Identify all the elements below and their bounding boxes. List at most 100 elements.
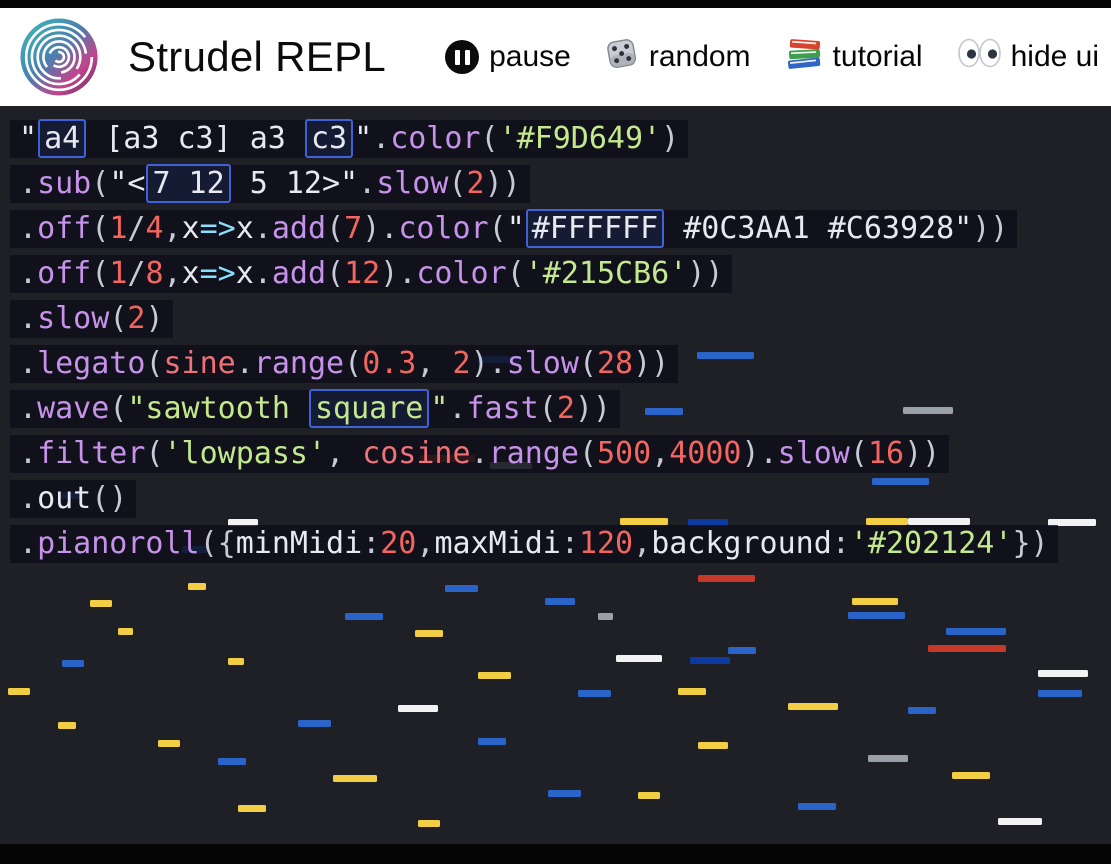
app-title: Strudel REPL	[128, 33, 387, 80]
pianoroll-note	[298, 720, 331, 727]
pianoroll-note	[345, 613, 383, 620]
pianoroll-note	[1038, 690, 1082, 697]
code-token: #0C3AA1 #C63928	[665, 211, 955, 246]
code-token: 'lowpass'	[163, 436, 327, 471]
strudel-logo[interactable]	[18, 16, 100, 98]
pianoroll-note	[866, 518, 908, 525]
code-token: x	[235, 211, 254, 246]
code-token: )	[470, 346, 489, 381]
code-token: color	[416, 256, 507, 291]
code-token: })	[1012, 526, 1049, 561]
code-token: 1	[109, 211, 128, 246]
bottom-black-strip	[0, 844, 1111, 864]
code-token: 5 12>"	[231, 166, 359, 201]
code-token: ,	[326, 436, 363, 471]
repl-canvas: "a4 [a3 c3] a3 c3".color('#F9D649').sub(…	[0, 106, 1111, 844]
code-token: "	[19, 121, 38, 156]
code-token: background	[651, 526, 832, 561]
pause-button[interactable]: pause	[445, 40, 571, 74]
tutorial-button[interactable]: tutorial	[785, 36, 923, 78]
active-token-box: square	[309, 389, 430, 428]
code-line[interactable]: .sub("<7 12 5 12>".slow(2))	[10, 164, 530, 203]
code-token: 4000	[669, 436, 742, 471]
code-token: .	[470, 436, 489, 471]
code-line[interactable]: .out()	[10, 480, 137, 518]
code-line[interactable]: .off(1/8,x=>x.add(12).color('#215CB6'))	[10, 255, 733, 293]
pianoroll-note	[333, 775, 377, 782]
active-token-box: c3	[304, 119, 354, 158]
eyes-icon	[957, 37, 1001, 77]
pianoroll-note	[418, 820, 440, 827]
code-token: 0.3	[362, 346, 417, 381]
code-token: .	[488, 346, 507, 381]
code-token: 7	[344, 211, 363, 246]
pianoroll-note	[218, 758, 246, 765]
code-token: legato	[37, 346, 146, 381]
books-icon	[785, 36, 823, 78]
code-token: filter	[37, 436, 146, 471]
code-token: range	[253, 346, 345, 381]
code-token: .	[372, 121, 391, 156]
hide-ui-label: hide ui	[1010, 40, 1099, 73]
code-token: sine	[163, 346, 236, 381]
code-token: )	[661, 121, 680, 156]
code-token: ({	[199, 526, 236, 561]
code-line[interactable]: .legato(sine.range(0.3, 2).slow(28))	[10, 345, 679, 383]
code-line[interactable]: .slow(2)	[10, 300, 173, 338]
pianoroll-note	[638, 792, 660, 799]
code-token: )	[145, 301, 164, 336]
code-token: 2	[127, 301, 146, 336]
pianoroll-note	[848, 612, 905, 619]
code-token: ,	[633, 526, 652, 561]
hide-ui-button[interactable]: hide ui	[957, 37, 1099, 77]
code-token: ,	[416, 526, 435, 561]
code-token: 2	[556, 391, 575, 426]
pianoroll-note	[1038, 670, 1088, 677]
code-token: out	[37, 481, 92, 516]
code-token: .	[19, 481, 38, 516]
code-line[interactable]: .pianoroll({minMidi:20,maxMidi:120,backg…	[10, 525, 1058, 563]
code-line[interactable]: .wave("sawtooth square".fast(2))	[10, 389, 620, 428]
pianoroll-note	[8, 688, 30, 695]
code-token: .	[19, 526, 38, 561]
code-token: .	[380, 211, 399, 246]
code-token: add	[271, 256, 327, 291]
pianoroll-note	[1048, 519, 1096, 526]
random-button[interactable]: random	[605, 36, 751, 78]
header: Strudel REPL pause	[0, 8, 1111, 106]
code-token: wave	[37, 391, 110, 426]
code-token: 12	[344, 256, 381, 291]
code-token: (	[344, 346, 363, 381]
pianoroll-note	[728, 647, 756, 654]
code-token: 28	[597, 346, 634, 381]
top-black-strip	[0, 0, 1111, 8]
code-token: .	[19, 391, 38, 426]
pianoroll-note	[798, 803, 836, 810]
pianoroll-note	[678, 688, 706, 695]
pianoroll-note	[188, 583, 206, 590]
code-token: .	[358, 166, 377, 201]
code-line[interactable]: "a4 [a3 c3] a3 c3".color('#F9D649')	[10, 119, 689, 158]
pause-label: pause	[489, 40, 571, 73]
pianoroll-note	[598, 613, 613, 620]
pianoroll-note	[645, 408, 683, 415]
code-line[interactable]: .filter('lowpass', cosine.range(500,4000…	[10, 435, 950, 473]
code-token: (	[538, 391, 557, 426]
code-token: 500	[597, 436, 652, 471]
pianoroll-note	[698, 742, 728, 749]
code-editor[interactable]: "a4 [a3 c3] a3 c3".color('#F9D649').sub(…	[10, 119, 1058, 570]
code-token: (	[480, 121, 499, 156]
pause-icon	[445, 40, 480, 74]
code-token: fast	[466, 391, 539, 426]
code-token: '#F9D649'	[498, 121, 662, 156]
pianoroll-note	[158, 740, 180, 747]
code-token: .	[253, 211, 272, 246]
code-token: (	[578, 436, 597, 471]
pianoroll-note	[478, 738, 506, 745]
code-token: slow	[37, 301, 110, 336]
code-line[interactable]: .off(1/4,x=>x.add(7).color("#FFFFFF #0C3…	[10, 209, 1018, 248]
pianoroll-note	[952, 772, 990, 779]
code-token: slow	[777, 436, 850, 471]
code-token: 4	[145, 211, 164, 246]
pianoroll-note	[908, 518, 970, 525]
